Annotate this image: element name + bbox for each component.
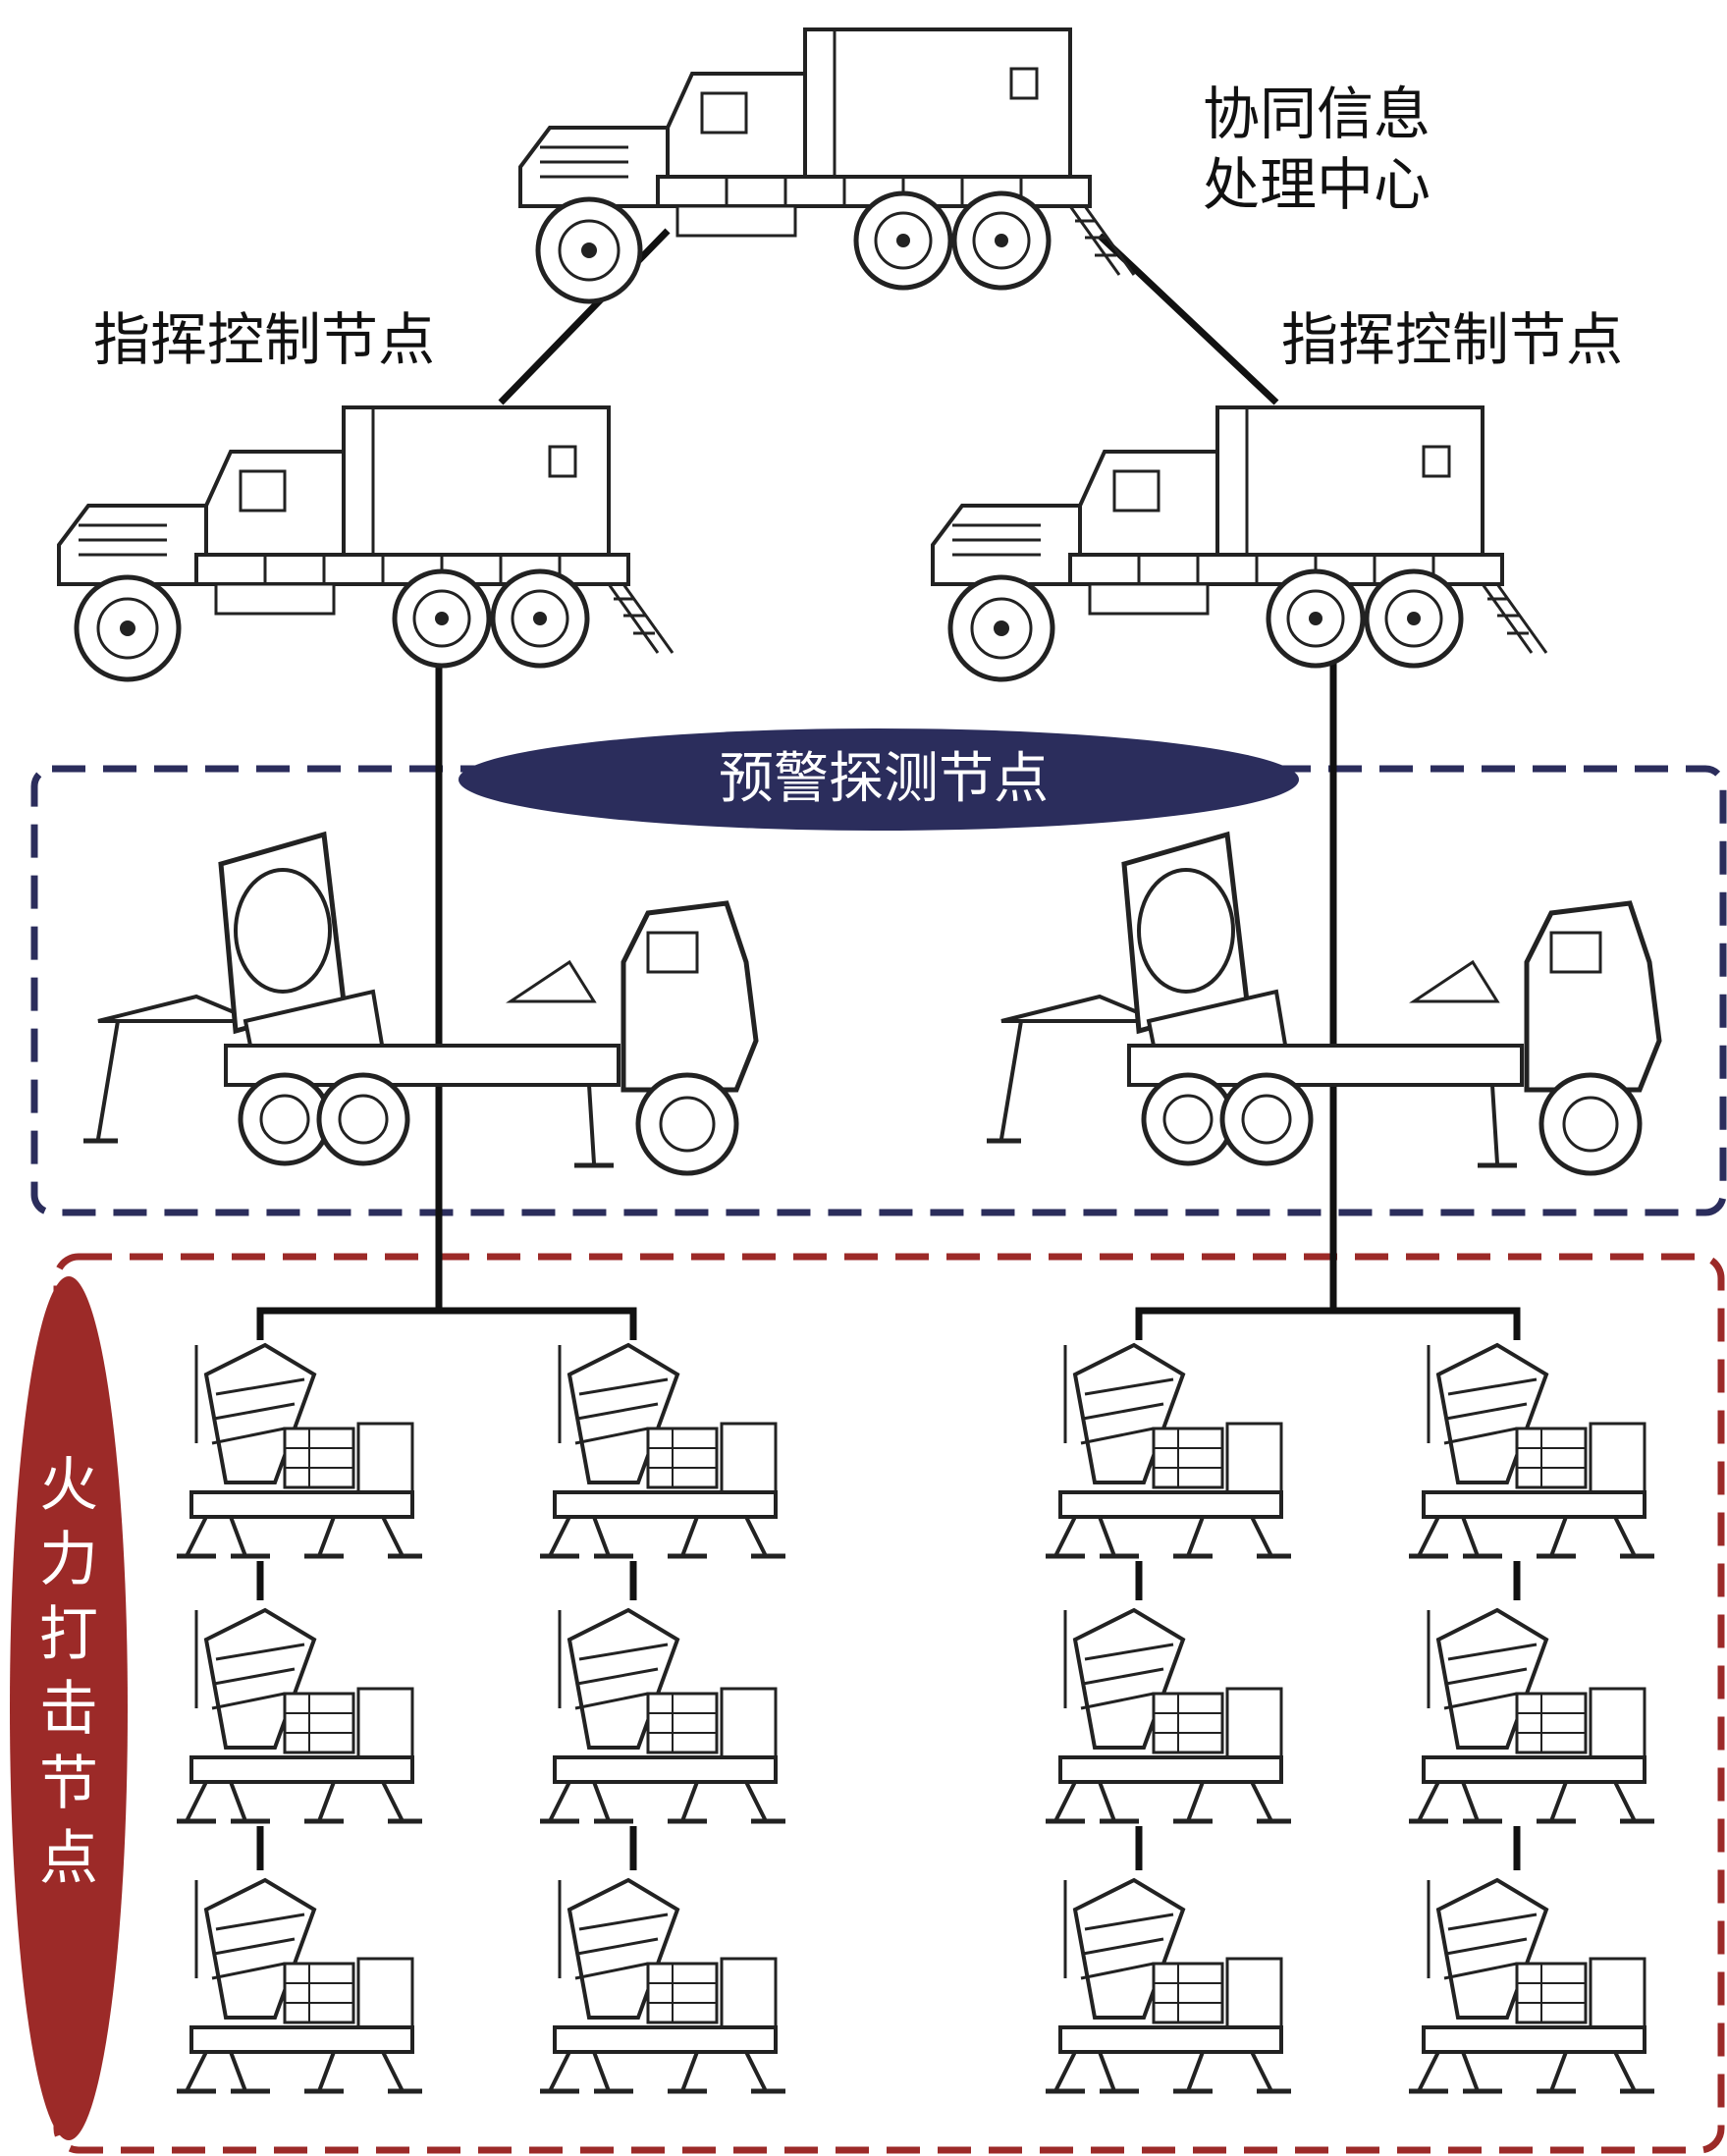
warning-label-badge [459, 728, 1299, 831]
command-truck-left-icon [59, 407, 673, 679]
launcher-icon [1409, 1345, 1654, 1556]
launcher-icon [177, 1345, 422, 1556]
fire-label-char: 力 [39, 1526, 98, 1594]
fire-label-badge [10, 1276, 128, 2140]
center-truck-icon [520, 29, 1134, 301]
command-node-label-left: 指挥控制节点 [93, 306, 436, 373]
fire-label-char: 打 [39, 1600, 98, 1669]
radar-truck-left-icon [83, 835, 756, 1173]
launcher-icon [1409, 1880, 1654, 2091]
fire-label-char: 节 [39, 1750, 98, 1818]
fire-label-char: 火 [39, 1451, 98, 1520]
fire-label-char: 点 [39, 1824, 98, 1893]
center-node-label: 协同信息 处理中心 [1203, 79, 1430, 220]
warning-node-label: 预警探测节点 [719, 747, 1049, 811]
launcher-icon [1409, 1610, 1654, 1821]
launcher-icon [177, 1610, 422, 1821]
launcher-icon [177, 1880, 422, 2091]
launcher-icon [540, 1880, 785, 2091]
command-truck-right-icon [933, 407, 1546, 679]
launcher-grid [177, 1345, 1654, 2091]
launcher-icon [540, 1610, 785, 1821]
center-node-label-line2: 处理中心 [1203, 151, 1431, 218]
launcher-icon [540, 1345, 785, 1556]
launcher-icon [1046, 1880, 1291, 2091]
launcher-icon [1046, 1345, 1291, 1556]
fire-label-char: 击 [39, 1675, 98, 1744]
launcher-icon [1046, 1610, 1291, 1821]
command-node-label-right: 指挥控制节点 [1281, 306, 1624, 373]
center-node-label-line1: 协同信息 [1203, 81, 1431, 147]
fire-node-label: 火 力 打 击 节 点 [29, 1448, 108, 1896]
connection-lines [256, 228, 1521, 1870]
radar-truck-right-icon [987, 835, 1659, 1173]
